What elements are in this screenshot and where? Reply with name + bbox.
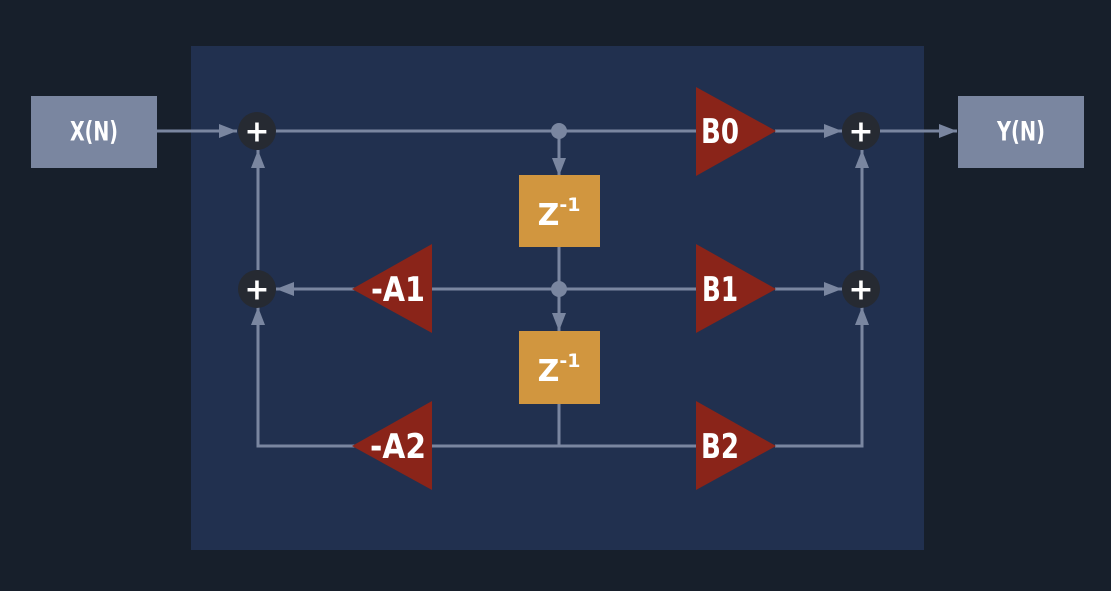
adder-input: +: [238, 112, 276, 150]
adder-feedback-symbol: +: [244, 273, 269, 308]
adder-input-symbol: +: [244, 115, 269, 150]
wire-a2-out: [251, 307, 356, 448]
delay-label-1: Z-1: [538, 194, 581, 233]
gain-b2-triangle: [696, 401, 776, 490]
delay-box-1: [519, 175, 600, 247]
input-box: [31, 96, 157, 168]
junction-dot-top: [551, 123, 567, 139]
gain-a2-label: -A2: [370, 427, 426, 467]
adder-feedback: +: [238, 270, 276, 308]
gain-b0-triangle: [696, 87, 776, 176]
wire-b2-out: [775, 307, 869, 448]
input-label: X(N): [70, 117, 118, 148]
adder-feedforward-symbol: +: [848, 273, 873, 308]
adder-feedforward: +: [842, 270, 880, 308]
gain-b0-label: B0: [701, 112, 739, 152]
gain-a1-label: -A1: [371, 270, 425, 310]
adder-output: +: [842, 112, 880, 150]
delay-label-2: Z-1: [538, 350, 581, 389]
gain-b2-label: B2: [701, 427, 739, 467]
delay-box-2: [519, 331, 600, 404]
signal-wires: [157, 124, 957, 448]
gain-b1-label: B1: [702, 270, 738, 310]
gain-a1-triangle: [352, 244, 432, 333]
output-label: Y(N): [996, 117, 1045, 148]
adder-output-symbol: +: [848, 115, 873, 150]
gain-b1-triangle: [696, 244, 776, 333]
output-box: [958, 96, 1084, 168]
gain-a2-triangle: [352, 401, 432, 490]
junction-dot-middle: [551, 281, 567, 297]
